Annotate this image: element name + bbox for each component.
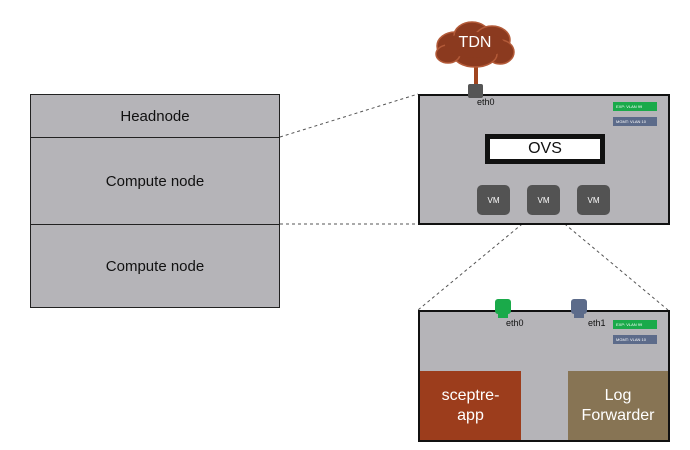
vm-eth1-port-base xyxy=(574,312,584,318)
compute-node-2-label: Compute node xyxy=(105,257,205,275)
compute-eth0-label: eth0 xyxy=(477,97,495,107)
vm-eth0-label: eth0 xyxy=(506,318,524,328)
vm-legend-exp-vlan: EXP: VLAN 99 xyxy=(613,320,657,329)
vm-legend-mgmt-vlan: MGMT: VLAN 10 xyxy=(613,335,657,344)
tdn-cloud-icon xyxy=(435,21,515,68)
legend-mgmt-vlan: MGMT: VLAN 10 xyxy=(613,117,657,126)
zoom-line-vm-left xyxy=(417,219,528,311)
vm-3[interactable]: VM xyxy=(577,185,610,215)
compute-node-1-label: Compute node xyxy=(105,172,205,190)
headnode[interactable]: Headnode xyxy=(30,94,280,138)
vm-eth0-port-base xyxy=(498,312,508,318)
compute-node-2[interactable]: Compute node xyxy=(30,224,280,308)
compute-node-1[interactable]: Compute node xyxy=(30,137,280,225)
vm-eth1-label: eth1 xyxy=(588,318,606,328)
zoom-line-top xyxy=(279,93,419,138)
vm-1[interactable]: VM xyxy=(477,185,510,215)
tdn-label: TDN xyxy=(458,34,492,51)
legend-exp-vlan: EXP: VLAN 99 xyxy=(613,102,657,111)
vm-eth1-port-icon xyxy=(571,299,587,314)
eth0-port-icon xyxy=(468,84,483,98)
zoom-line-vm-right xyxy=(559,219,669,311)
log-forwarder-box[interactable]: Log Forwarder xyxy=(568,371,668,440)
vm-2[interactable]: VM xyxy=(527,185,560,215)
sceptre-app-box[interactable]: sceptre- app xyxy=(420,371,521,440)
vm-eth0-port-icon xyxy=(495,299,511,314)
ovs-switch[interactable]: OVS xyxy=(485,134,605,164)
headnode-label: Headnode xyxy=(120,107,190,125)
